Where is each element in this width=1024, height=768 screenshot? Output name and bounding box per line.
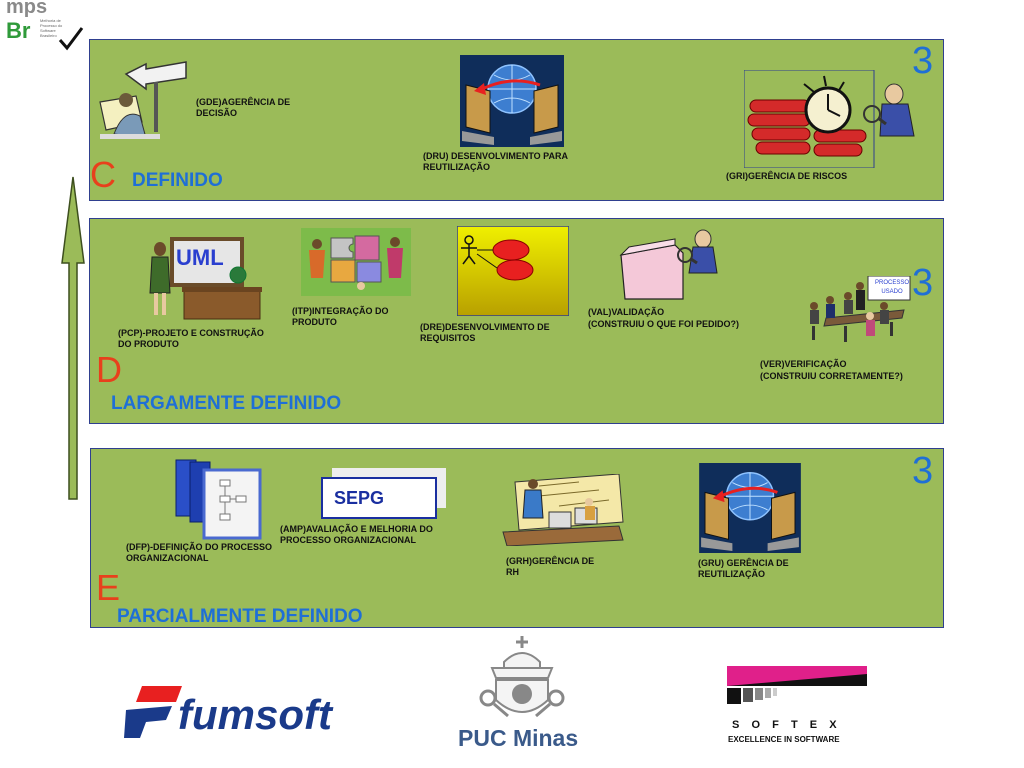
sepg-board-text: SEPG — [334, 488, 385, 508]
item-ver-sub: (CONSTRUIU CORRETAMENTE?) — [760, 371, 903, 381]
softex-logo-text: S O F T E X — [732, 719, 839, 731]
softex-tagline: EXCELLENCE IN SOFTWARE — [728, 735, 840, 744]
level-e-name: PARCIALMENTE DEFINIDO — [117, 606, 363, 627]
sepg-icon — [321, 468, 446, 519]
level-c-letter: C — [90, 154, 116, 195]
level-c-name: DEFINIDO — [132, 170, 223, 191]
fumsoft-logo-text: fumsoft — [178, 691, 332, 738]
uml-teacher-icon — [149, 237, 262, 320]
level-c-number: 3 — [912, 40, 934, 82]
use-case-icon — [457, 226, 569, 316]
item-gru-label: (GRU) GERÊNCIA DE REUTILIZAÇÃO — [698, 558, 789, 579]
level-d-name: LARGAMENTE DEFINIDO — [111, 393, 342, 414]
risk-dynamite-icon — [744, 70, 915, 168]
level-d-number: 3 — [912, 262, 934, 304]
item-val-label: (VAL)VALIDAÇÃO — [588, 307, 665, 317]
item-amp-label: (AMP)AVALIAÇÃO E MELHORIA DO PROCESSO OR… — [280, 524, 433, 545]
item-dfp-label: (DFP)-DEFINIÇÃO DO PROCESSO ORGANIZACION… — [126, 542, 273, 563]
mps-logo-line1: mps — [6, 0, 48, 18]
meeting-icon — [810, 276, 911, 342]
checkmark-icon — [58, 27, 84, 51]
item-val-sub: (CONSTRUIU O QUE FOI PEDIDO?) — [588, 319, 740, 329]
puzzle-team-icon — [301, 228, 411, 296]
level-e-number: 3 — [912, 450, 934, 492]
level-d-letter: D — [96, 349, 122, 390]
reuse-computers-icon — [699, 463, 801, 553]
uml-board-text: UML — [176, 245, 224, 270]
meeting-board-text: PROCESSO USADO — [874, 280, 909, 295]
reuse-computers-icon — [460, 55, 564, 147]
level-e-letter: E — [96, 567, 121, 608]
mps-logo-tag: Melhoria de Processo do Software Brasile… — [40, 18, 63, 38]
inspector-box-icon — [619, 229, 718, 300]
puc-crest-icon — [479, 636, 565, 718]
softex-logo-icon — [727, 666, 867, 704]
mps-logo-line2: Br — [6, 18, 31, 43]
mps-br-logo: mps Br Melhoria de Processo do Software … — [4, 0, 84, 52]
item-dre-label: (DRE)DESENVOLVIMENTO DE REQUISITOS — [420, 322, 550, 343]
hr-office-icon — [502, 474, 624, 546]
item-pcp-label: (PCP)-PROJETO E CONSTRUÇÃO DO PRODUTO — [118, 328, 264, 349]
item-grh-label: (GRH)GERÊNCIA DE RH — [506, 556, 595, 577]
up-arrow-icon — [61, 176, 85, 500]
puc-logo-text: PUC Minas — [458, 725, 579, 751]
item-gde-label: (GDE)AGERÊNCIA DE DECISÃO — [196, 97, 291, 118]
item-ver-label: (VER)VERIFICAÇÃO — [760, 359, 847, 369]
item-dru-label: (DRU) DESENVOLVIMENTO PARA REUTILIZAÇÃO — [423, 151, 568, 172]
item-itp-label: (ITP)INTEGRAÇÃO DO PRODUTO — [292, 306, 389, 327]
binders-icon — [175, 459, 262, 540]
fumsoft-logo-icon — [124, 686, 182, 738]
decision-signpost-icon — [99, 61, 187, 139]
item-gri-label: (GRI)GERÊNCIA DE RISCOS — [726, 171, 848, 181]
